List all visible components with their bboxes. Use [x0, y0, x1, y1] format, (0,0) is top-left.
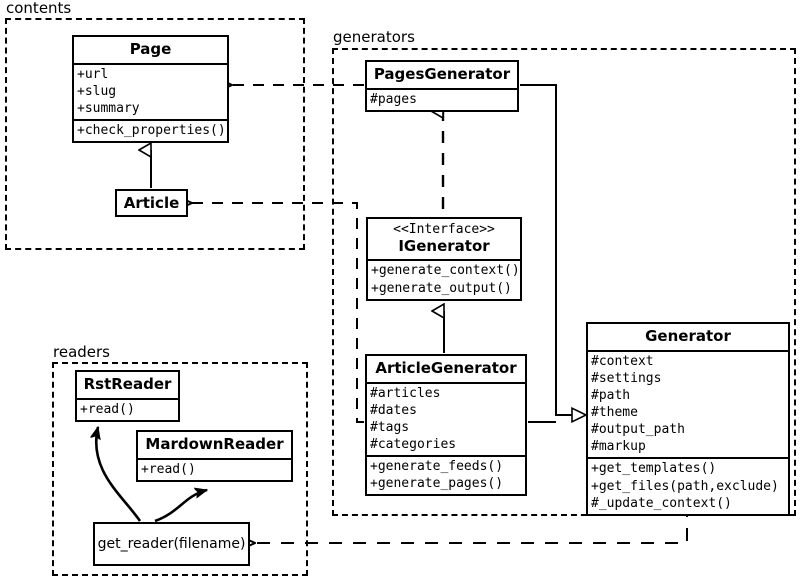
class-box-article[interactable]: Article	[115, 189, 188, 217]
method-item: #_update_context()	[591, 495, 732, 511]
attribute-item: +url	[77, 66, 109, 82]
method-item: +generate_pages()	[370, 476, 504, 492]
methods-compartment-generator: +get_templates() +get_files(path,exclude…	[588, 457, 788, 513]
class-box-page[interactable]: Page +url +slug +summary +check_properti…	[72, 35, 229, 144]
package-frame-contents	[5, 18, 305, 250]
attributes-compartment-generator: #context #settings #path #theme #output_…	[588, 349, 788, 458]
attribute-item: +slug	[77, 83, 117, 99]
class-box-articlegenerator[interactable]: ArticleGenerator #articles #dates #tags …	[365, 354, 527, 497]
attribute-item: #markup	[591, 439, 646, 455]
attributes-compartment-page: +url +slug +summary	[74, 62, 227, 119]
attributes-compartment-pagesgenerator: #pages	[367, 87, 517, 110]
methods-compartment-igenerator: +generate_context() +generate_output()	[368, 259, 520, 298]
function-box-get-reader[interactable]: get_reader(filename)	[93, 522, 250, 566]
method-item: +get_files(path,exclude)	[591, 478, 779, 494]
package-label-contents: contents	[6, 0, 72, 17]
attribute-item: #path	[591, 387, 631, 403]
package-label-generators: generators	[333, 28, 415, 46]
methods-compartment-articlegenerator: +generate_feeds() +generate_pages()	[367, 455, 525, 494]
method-item: +read()	[80, 401, 135, 417]
function-label-get-reader: get_reader(filename)	[97, 536, 246, 552]
methods-compartment-page: +check_properties()	[74, 118, 227, 141]
attributes-compartment-articlegenerator: #articles #dates #tags #categories	[367, 381, 525, 456]
attribute-item: #tags	[370, 419, 410, 435]
class-name-page: Page	[129, 40, 172, 58]
method-item: +generate_feeds()	[370, 459, 504, 475]
class-name-article: Article	[123, 194, 180, 212]
attribute-item: +summary	[77, 100, 140, 116]
attribute-item: #context	[591, 353, 654, 369]
attribute-item: #pages	[370, 91, 417, 107]
class-name-generator: Generator	[645, 327, 731, 345]
attribute-item: #theme	[591, 404, 638, 420]
class-name-igenerator: IGenerator	[398, 236, 490, 255]
class-name-articlegenerator: ArticleGenerator	[375, 359, 517, 377]
attribute-item: #output_path	[591, 422, 685, 438]
attribute-item: #categories	[370, 436, 457, 452]
attribute-item: #settings	[591, 370, 662, 386]
class-box-mardownreader[interactable]: MardownReader +read()	[136, 430, 293, 482]
package-label-readers: readers	[53, 343, 110, 361]
methods-compartment-rstreader: +read()	[77, 397, 178, 420]
class-name-rstreader: RstReader	[83, 375, 172, 393]
attribute-item: #articles	[370, 385, 441, 401]
class-name-pagesgenerator: PagesGenerator	[373, 65, 511, 83]
method-item: +get_templates()	[591, 461, 717, 477]
method-item: +generate_context()	[371, 263, 520, 279]
methods-compartment-mardownreader: +read()	[138, 457, 291, 480]
method-item: +read()	[141, 461, 196, 477]
package-frame-readers	[52, 362, 308, 576]
method-item: +generate_output()	[371, 280, 512, 296]
class-box-igenerator[interactable]: <<Interface>> IGenerator +generate_conte…	[366, 217, 522, 301]
attribute-item: #dates	[370, 402, 417, 418]
class-box-generator[interactable]: Generator #context #settings #path #them…	[586, 322, 790, 516]
method-item: +check_properties()	[77, 122, 226, 138]
class-stereotype-igenerator: <<Interface>>	[393, 222, 495, 237]
class-box-pagesgenerator[interactable]: PagesGenerator #pages	[365, 60, 519, 112]
class-box-rstreader[interactable]: RstReader +read()	[75, 370, 180, 422]
class-name-mardownreader: MardownReader	[145, 435, 284, 453]
package-frame-generators	[332, 48, 796, 516]
